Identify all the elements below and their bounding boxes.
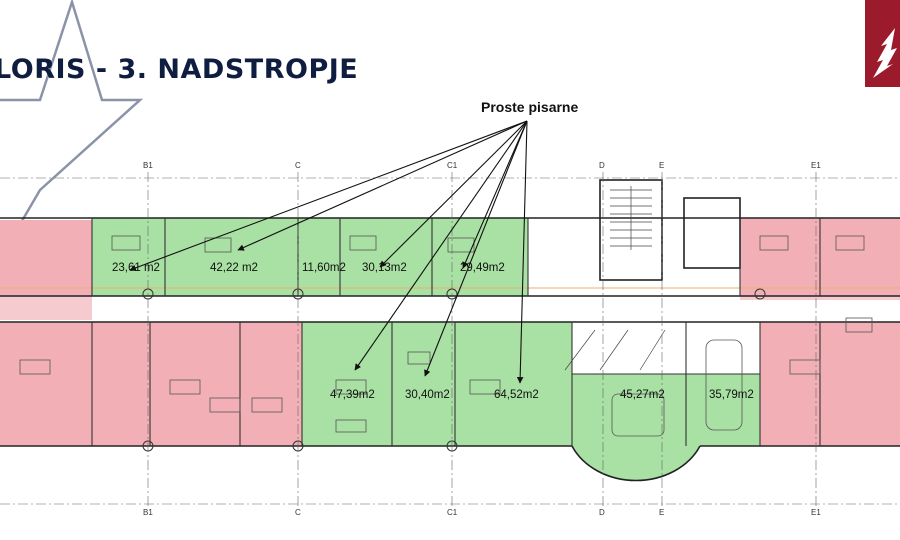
room-area-label: 42,22 m2 bbox=[210, 262, 258, 274]
grid-label-top: E1 bbox=[811, 161, 821, 170]
occupied-zone-right-bottom bbox=[760, 322, 900, 446]
room-area-label: 47,39m2 bbox=[330, 389, 375, 401]
grid-label-top: E bbox=[659, 161, 665, 170]
room-area-label: 29,49m2 bbox=[460, 262, 505, 274]
room-area-label: 11,60m2 bbox=[302, 262, 346, 274]
room-area-label: 23,61 m2 bbox=[112, 262, 160, 274]
free-zone-bay bbox=[572, 446, 700, 481]
callout-arrows bbox=[129, 120, 528, 384]
grid-label-bottom: E bbox=[659, 508, 665, 517]
occupied-zone-left-bottom bbox=[0, 322, 302, 446]
room-area-label: 30,40m2 bbox=[405, 389, 450, 401]
grid-label-top: C1 bbox=[447, 161, 458, 170]
grid-label-top: C bbox=[295, 161, 301, 170]
free-offices-callout: Proste pisarne bbox=[481, 99, 579, 115]
occupied-zone-left-top bbox=[0, 220, 92, 320]
star-outline-icon bbox=[0, 0, 144, 254]
grid-label-top: D bbox=[599, 161, 605, 170]
grid-label-bottom: B1 bbox=[143, 508, 153, 517]
room-area-label: 64,52m2 bbox=[494, 389, 539, 401]
grid-label-bottom: E1 bbox=[811, 508, 821, 517]
room-area-label: 35,79m2 bbox=[709, 389, 754, 401]
free-zone-bottom-right bbox=[572, 374, 760, 446]
free-zone-top bbox=[92, 218, 528, 296]
free-zone-bottom-left bbox=[302, 322, 572, 446]
logo-star-icon bbox=[873, 28, 897, 78]
grid-label-bottom: C bbox=[295, 508, 301, 517]
brand-logo bbox=[865, 0, 900, 87]
grid-label-bottom: C1 bbox=[447, 508, 458, 517]
room-area-label: 45,27m2 bbox=[620, 389, 665, 401]
grid-label-top: B1 bbox=[143, 161, 153, 170]
grid-label-bottom: D bbox=[599, 508, 605, 517]
page-title: LORIS - 3. NADSTROPJE bbox=[0, 54, 359, 85]
room-area-label: 30,13m2 bbox=[362, 262, 407, 274]
